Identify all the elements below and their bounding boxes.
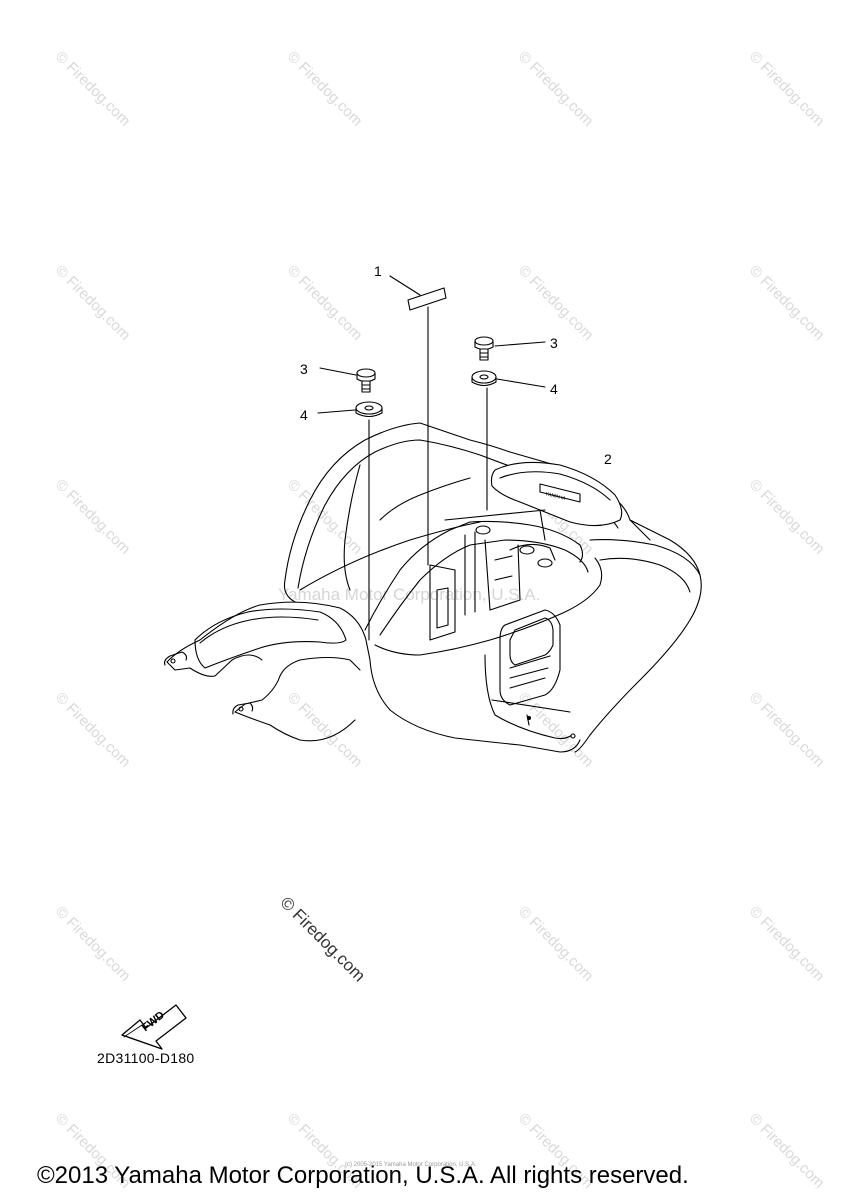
fender-decal-text: YAMAHA [545,491,567,502]
part-2-rear-fender: YAMAHA [164,422,702,753]
part-3-bolt-left [319,367,376,393]
part-3-bolt-right [474,336,546,361]
callout-2: 2 [604,451,612,467]
part-code: 2D31100-D180 [97,1050,195,1066]
part-4-washer-right [471,370,546,511]
part-1-label-sticker [389,275,447,566]
fwd-arrow-icon: FWD [121,1004,187,1050]
copyright-notice: ©2013 Yamaha Motor Corporation, U.S.A. A… [37,1162,689,1189]
callout-3-left: 3 [300,361,308,377]
part-4-washer-left [317,401,383,641]
callout-4-left: 4 [300,407,308,423]
callout-3-right: 3 [550,335,558,351]
small-print: (c) 2005-2015 Yamaha Motor Corporation, … [345,1162,477,1168]
callout-1: 1 [374,263,382,279]
callout-4-right: 4 [550,381,558,397]
